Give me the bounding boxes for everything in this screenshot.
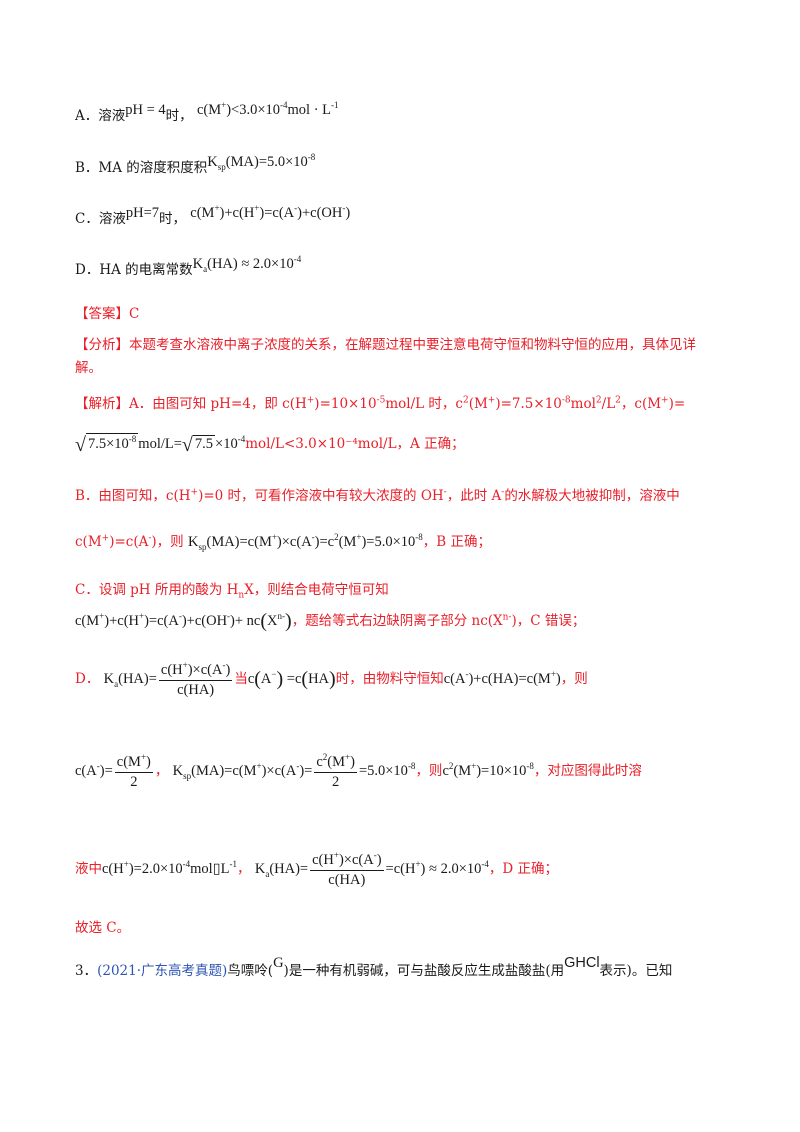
question-3: 3．(2021·广东高考真题)鸟嘌呤(G)是一种有机弱碱，可与盐酸反应生成盐酸盐… bbox=[75, 955, 673, 979]
option-c: C．溶液pH=7时， c(M+)+c(H+)=c(A-)+c(OH-) bbox=[75, 203, 351, 227]
analysis-line-1: 【分析】本题考查水溶液中离子浓度的关系，在解题过程中要注意电荷守恒和物料守恒的应… bbox=[75, 337, 696, 353]
detail-d-line-2: c(A-)=c(M+)2， Ksp(MA)=c(M+)×c(A-)=c2(M+)… bbox=[75, 752, 642, 790]
detail-a-line-1: 【解析】A．由图可知 pH=4，即 c(H+)=10×10-5mol/L 时，c… bbox=[75, 395, 686, 413]
answer: 【答案】C bbox=[75, 306, 140, 322]
source-link[interactable]: (2021·广东高考真题) bbox=[97, 963, 228, 979]
option-d: D．HA 的电离常数Ka(HA) ≈ 2.0×10-4 bbox=[75, 254, 302, 278]
detail-c-line-1: C．设调 pH 所用的酸为 HnX，则结合电荷守恒可知 bbox=[75, 582, 389, 601]
detail-d-line-3: 液中c(H+)=2.0×10-4mol▯L-1， Ka(HA)=c(H+)×c(… bbox=[75, 850, 558, 888]
detail-b-line-1: B．由图可知，c(H+)=0 时，可看作溶液中有较大浓度的 OH-，此时 A-的… bbox=[75, 487, 680, 505]
option-b: B．MA 的溶度积度积Ksp(MA)=5.0×10-8 bbox=[75, 152, 316, 176]
detail-d-line-1: D． Ka(HA)=c(H+)×c(A-)c(HA)当c(A−) =c(HA)时… bbox=[75, 660, 588, 698]
analysis-line-2: 解。 bbox=[75, 360, 102, 376]
detail-end: 故选 C。 bbox=[75, 920, 131, 936]
detail-c-line-2: c(M+)+c(H+)=c(A-)+c(OH-)+ nc(Xn-)，题给等式右边… bbox=[75, 610, 586, 632]
option-a: A．溶液pH = 4时， c(M+)<3.0×10-4mol · L-1 bbox=[75, 100, 339, 124]
detail-b-line-2: c(M+)=c(A-)，则 Ksp(MA)=c(M+)×c(A-)=c2(M+)… bbox=[75, 532, 491, 552]
